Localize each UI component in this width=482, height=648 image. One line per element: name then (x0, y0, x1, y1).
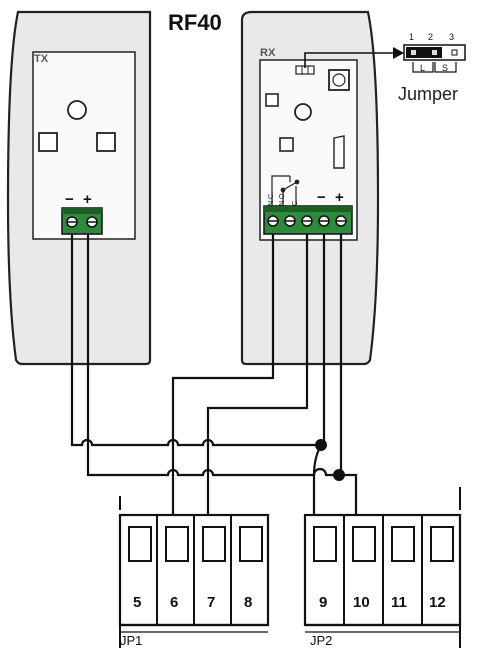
jp1-terminal-8: 8 (244, 594, 252, 611)
tx-led (67, 100, 87, 120)
diagram-title: RF40 (168, 10, 222, 35)
tx-minus-label: − (65, 191, 74, 208)
rx-contact-no: N.O. (279, 192, 286, 206)
wire-to-10 (339, 473, 358, 515)
tx-transmitter: TX − + (6, 10, 152, 366)
jumper-L: L (420, 63, 425, 73)
jumper-pin-1: 1 (409, 32, 414, 42)
jp2-terminal-12: 12 (429, 594, 446, 611)
rx-relay-contacts (271, 175, 300, 205)
jumper-label: Jumper (398, 84, 458, 104)
wire-rx-c (206, 234, 309, 515)
wire-rx-nc (171, 234, 275, 515)
tx-button-right (96, 132, 116, 152)
jp1-terminal-6: 6 (170, 594, 178, 611)
jp1-terminal-7: 7 (207, 594, 215, 611)
rx-antenna-coil (333, 135, 345, 169)
tx-terminal-block (61, 207, 103, 235)
jumper-pin-3: 3 (449, 32, 454, 42)
tx-button-left (38, 132, 58, 152)
jp2-terminal-9: 9 (319, 594, 327, 611)
jp2-terminal-10: 10 (353, 594, 370, 611)
jp2-terminal-11: 11 (391, 594, 407, 611)
tx-label: TX (34, 53, 49, 65)
rx-contact-nc: N.C. (268, 192, 275, 206)
jp1-terminal-5: 5 (133, 594, 141, 611)
wires (70, 234, 358, 515)
jp2-terminal-strip: 9 10 11 12 JP2 (303, 487, 462, 648)
rx-led (294, 103, 312, 121)
jp2-label: JP2 (310, 633, 332, 648)
rx-receiver: RX N.C. N.O. C. − + (240, 10, 380, 366)
junction-node-minus (315, 439, 327, 451)
junction-node-plus (333, 469, 345, 481)
wire-to-9 (312, 444, 322, 515)
jumper-detail: 1 2 3 L S Jumper (304, 32, 466, 104)
rx-minus-label: − (317, 189, 326, 206)
rx-contact-c: C. (292, 199, 299, 206)
rx-plus-label: + (335, 189, 344, 206)
rx-component-a (265, 93, 279, 107)
tx-plus-label: + (83, 191, 92, 208)
rx-label: RX (260, 47, 276, 59)
rx-relay (328, 69, 350, 91)
rx-terminal-block (263, 205, 353, 235)
jp1-terminal-strip: 5 6 7 8 JP1 (118, 496, 270, 648)
jumper-pin-2: 2 (428, 32, 433, 42)
jumper-S: S (442, 63, 448, 73)
rx-button (279, 137, 294, 152)
jp1-label: JP1 (120, 633, 142, 648)
